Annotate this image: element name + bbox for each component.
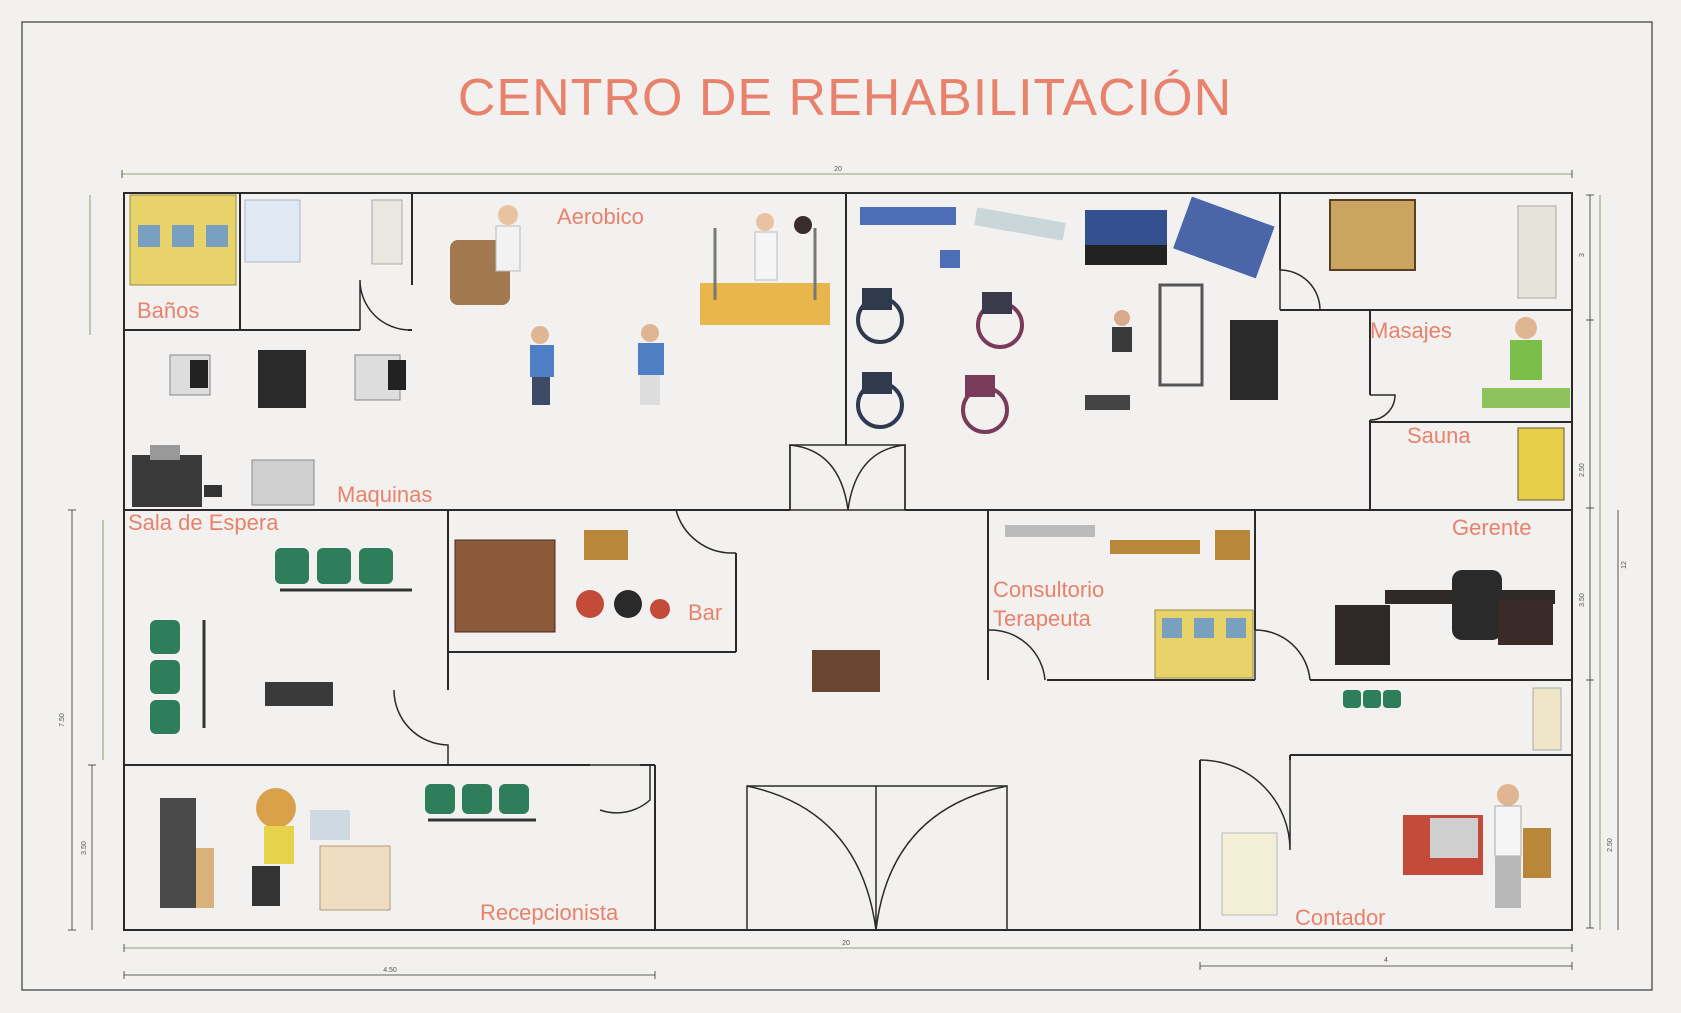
double-door-central <box>789 444 906 511</box>
dim-bottom-left: 4.50 <box>383 967 397 974</box>
dim-bottom-width: 20 <box>842 940 850 947</box>
wheelchair-icon <box>856 288 904 344</box>
accountant-figure-icon <box>1494 784 1522 908</box>
waiting-chairs-icon <box>1343 690 1401 708</box>
waiting-chairs-icon <box>275 548 412 592</box>
room-label-terapeuta: Terapeuta <box>993 606 1092 631</box>
drawer-icon <box>1498 600 1553 645</box>
bar-shelf-icon <box>584 530 628 560</box>
dim-left-total: 7.50 <box>59 713 66 727</box>
dim-top-width: 20 <box>834 166 842 173</box>
dimension-lines: 20 20 4.50 4 7.50 3.50 3 2.50 3.50 <box>59 166 1628 979</box>
drawer-icon <box>1523 828 1551 878</box>
treadmill-icon <box>132 445 202 507</box>
room-label-sala-espera: Sala de Espera <box>128 510 279 535</box>
dim-right-3: 3.50 <box>1579 593 1586 607</box>
receptionist-figure-icon <box>252 788 296 906</box>
masseuse-figure-icon <box>1482 317 1570 408</box>
mat-icon <box>1173 196 1275 279</box>
room-label-contador: Contador <box>1295 905 1386 930</box>
mat-icon <box>1230 320 1278 400</box>
treatment-table-icon <box>974 207 1066 241</box>
wheelchair-icon <box>976 292 1024 349</box>
person-exercising-icon <box>638 324 664 405</box>
sheet-border <box>21 21 1653 991</box>
walls <box>123 192 1573 931</box>
room-label-gerente: Gerente <box>1452 515 1532 540</box>
reception-desk-icon <box>319 845 391 911</box>
exercise-bike-icon <box>354 354 406 401</box>
dim-right-1: 3 <box>1579 253 1586 257</box>
sauna-cabin-icon <box>1517 427 1565 501</box>
cabinet-icon <box>1335 605 1390 665</box>
weight-machine-icon <box>1112 283 1204 387</box>
desk-icon <box>1110 540 1200 554</box>
waiting-chairs-icon <box>425 784 536 822</box>
cabinet-icon <box>371 199 403 265</box>
sink-icon <box>244 199 301 263</box>
room-label-bar: Bar <box>688 600 722 625</box>
room-label-sauna: Sauna <box>1407 423 1471 448</box>
wardrobe-icon <box>1329 199 1416 271</box>
stepper-icon <box>1085 395 1130 410</box>
therapist-figure-icon <box>495 205 521 272</box>
room-label-maquinas: Maquinas <box>337 482 432 507</box>
parallel-bars-icon <box>700 213 830 325</box>
bar-counter-icon <box>454 539 556 633</box>
wheelchair-icon <box>856 372 904 429</box>
wheelchair-icon <box>961 375 1009 434</box>
waiting-chairs-icon <box>150 620 206 734</box>
dim-left-lower: 3.50 <box>81 841 88 855</box>
room-label-consultorio: Consultorio <box>993 577 1104 602</box>
coat-stand-icon <box>1532 687 1562 751</box>
exercise-bike-icon <box>258 350 306 408</box>
computer-icon <box>1430 818 1478 858</box>
dumbbell-icon <box>204 485 222 497</box>
office-chair-icon <box>1452 570 1502 640</box>
dim-right-total: 12 <box>1621 561 1628 569</box>
coffee-table-icon <box>265 682 333 706</box>
room-label-banos: Baños <box>137 298 199 323</box>
dim-right-4: 2.50 <box>1607 838 1614 852</box>
person-exercising-icon <box>530 326 554 405</box>
bar-stool-icon <box>576 590 670 619</box>
plan-title: CENTRO DE REHABILITACIÓN <box>458 69 1232 127</box>
locker-icon <box>129 194 237 286</box>
room-label-aerobico: Aerobico <box>557 204 644 229</box>
center-table-icon <box>812 650 880 692</box>
exam-table-icon <box>1005 525 1095 537</box>
chair-icon <box>1215 530 1250 560</box>
double-door-exit <box>746 785 1008 931</box>
computer-icon <box>310 810 350 840</box>
file-cabinet-icon <box>160 798 196 908</box>
bookshelf-icon <box>1221 832 1278 916</box>
room-label-masajes: Masajes <box>1370 318 1452 343</box>
treadmill-icon <box>251 459 315 506</box>
dim-right-2: 2.50 <box>1579 463 1586 477</box>
stretcher-icon <box>860 207 956 225</box>
exercise-bike-icon <box>169 354 211 396</box>
dim-bottom-right: 4 <box>1384 957 1388 964</box>
armchair-icon <box>450 240 510 305</box>
door-swings <box>359 269 1396 931</box>
room-label-recepcionista: Recepcionista <box>480 900 619 925</box>
cabinet-icon <box>1517 205 1557 299</box>
locker-icon <box>1154 609 1254 679</box>
